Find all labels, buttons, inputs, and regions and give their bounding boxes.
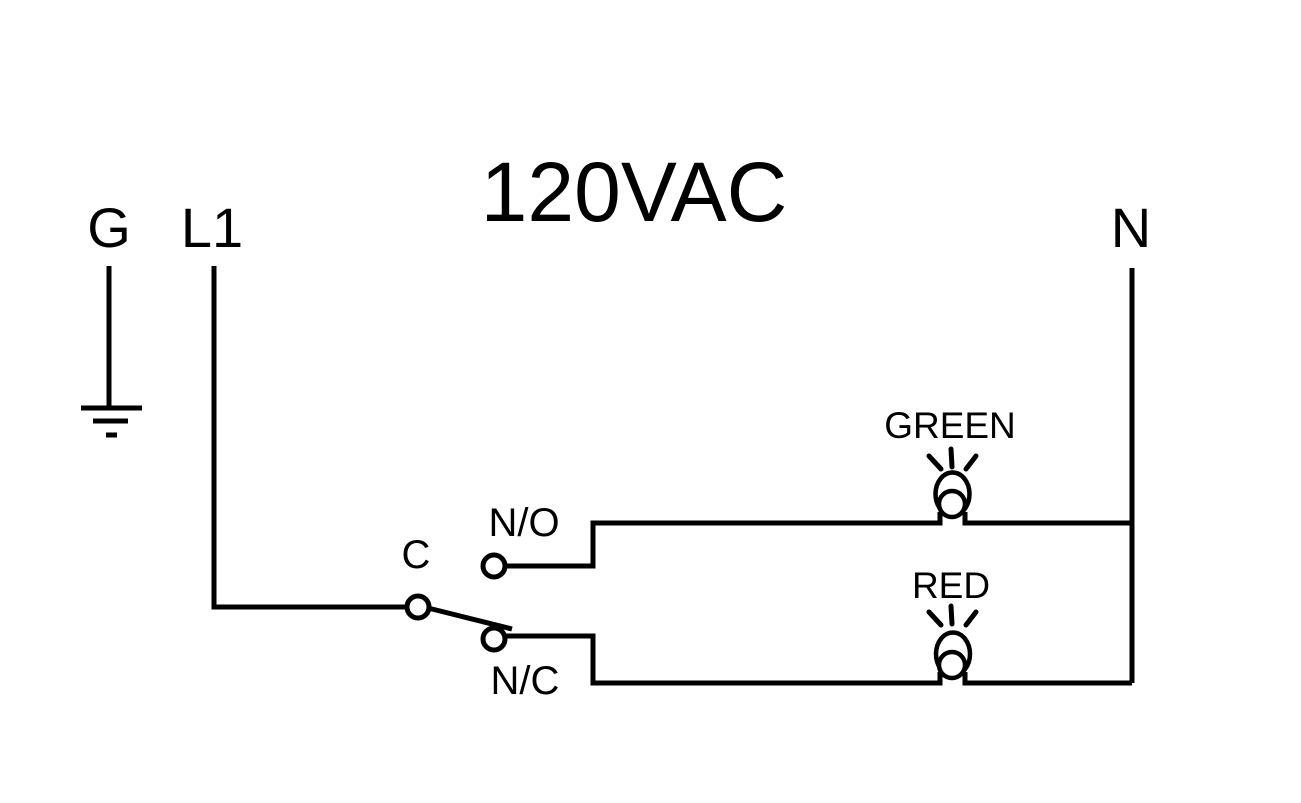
switch-no-contact xyxy=(480,552,508,580)
l1-wire xyxy=(211,266,407,610)
nc-branch-wire xyxy=(504,633,1132,686)
green-lamp-base xyxy=(936,488,968,520)
no-branch-wire xyxy=(505,512,1132,569)
ground-symbol xyxy=(81,405,142,438)
common-contact-label: C xyxy=(402,533,431,577)
red-lamp-symbol xyxy=(926,603,979,681)
green-lamp-symbol xyxy=(926,446,979,520)
red-lamp-label: RED xyxy=(912,565,990,606)
red-lamp-rays xyxy=(926,603,979,628)
switch-arm xyxy=(427,605,513,632)
switch-common-contact xyxy=(404,593,432,621)
neutral-terminal-label: N xyxy=(1111,196,1151,259)
green-lamp-label: GREEN xyxy=(884,405,1016,446)
green-lamp-rays xyxy=(926,446,979,472)
normally-open-label: N/O xyxy=(488,501,559,545)
ground-terminal-label: G xyxy=(87,196,131,259)
switch-nc-contact xyxy=(480,625,508,653)
normally-closed-label: N/C xyxy=(491,659,560,703)
line1-terminal-label: L1 xyxy=(181,196,243,259)
voltage-title: 120VAC xyxy=(481,145,788,239)
red-lamp-base xyxy=(936,649,968,681)
